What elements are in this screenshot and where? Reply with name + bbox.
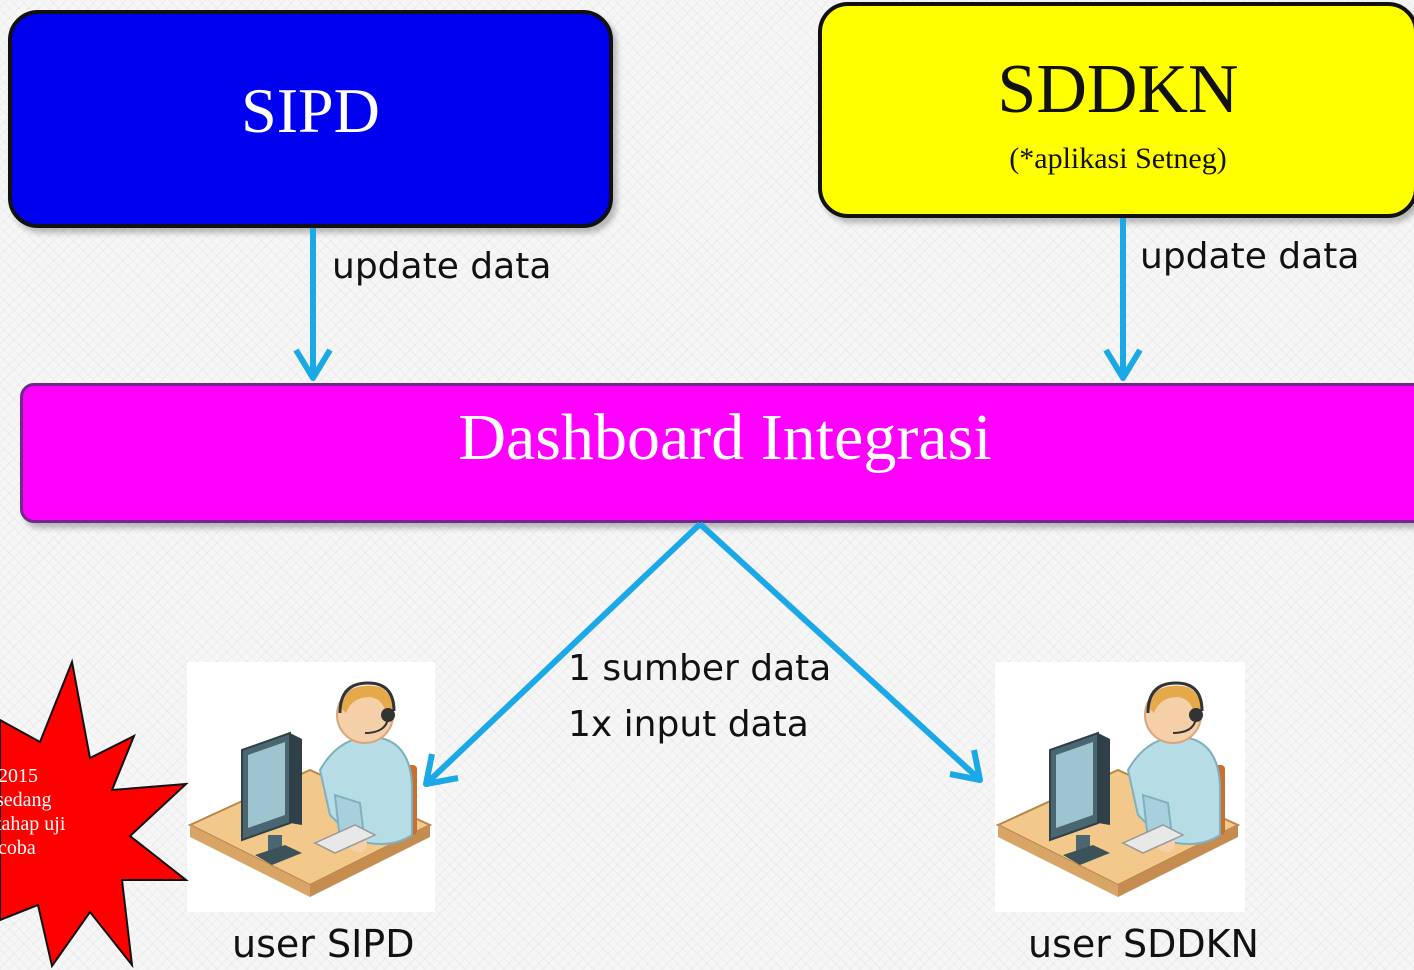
update-data-label-sipd: update data — [332, 246, 552, 287]
user-sddkn-icon — [996, 681, 1240, 899]
sddkn-subtitle: (*aplikasi Setneg) — [1009, 142, 1227, 175]
arrow-dashboard-to-user-sddkn — [697, 521, 983, 783]
sumber-data-label: 1 sumber data — [568, 648, 832, 689]
input-data-label: 1x input data — [568, 704, 809, 745]
starburst-line-3: tahap uji — [0, 813, 66, 835]
arrow-sddkn-to-dashboard — [1103, 218, 1143, 381]
sipd-title: SIPD — [241, 75, 380, 146]
user-sipd-icon — [188, 681, 432, 899]
starburst-text: 2015 sedang tahap uji coba — [0, 764, 120, 860]
starburst-line-1: 2015 — [0, 765, 38, 787]
arrow-dashboard-to-user-sipd — [423, 521, 703, 787]
arrow-sipd-to-dashboard — [293, 228, 333, 381]
sddkn-title: SDDKN — [997, 51, 1239, 128]
sipd-box: SIPD — [8, 10, 613, 228]
user-sipd-label: user SIPD — [232, 922, 415, 966]
starburst-line-4: coba — [0, 837, 36, 859]
user-sddkn-label: user SDDKN — [1028, 922, 1259, 966]
starburst-line-2: sedang — [0, 789, 52, 811]
update-data-label-sddkn: update data — [1140, 236, 1360, 277]
dashboard-integrasi-box: Dashboard Integrasi — [20, 383, 1414, 523]
dashboard-title: Dashboard Integrasi — [458, 401, 992, 474]
starburst-badge — [0, 658, 189, 969]
sddkn-box: SDDKN (*aplikasi Setneg) — [818, 2, 1414, 218]
